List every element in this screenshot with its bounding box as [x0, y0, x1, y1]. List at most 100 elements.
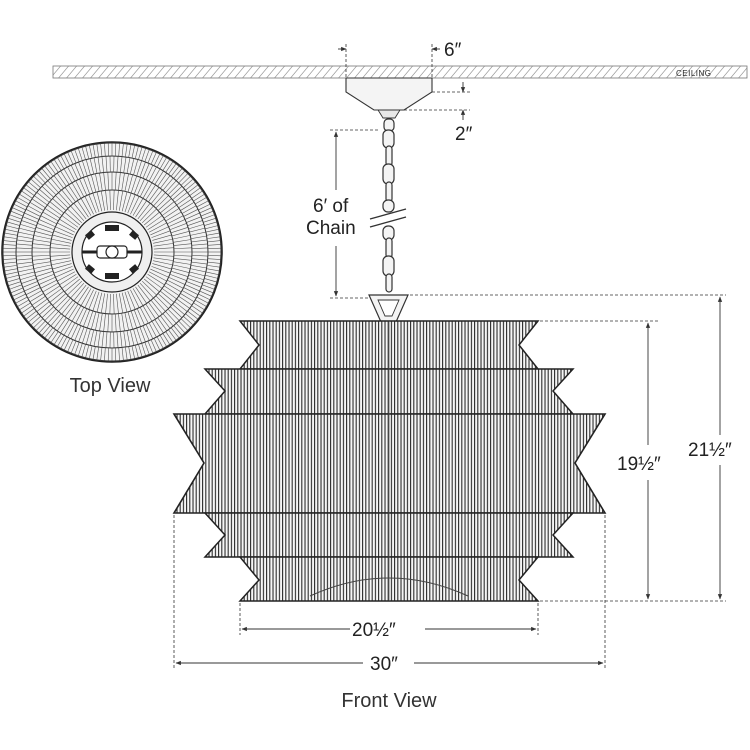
- top-view-rib: [123, 156, 127, 173]
- top-view-rib: [70, 283, 85, 299]
- top-view-rib: [107, 172, 110, 191]
- top-view-rib: [52, 198, 67, 211]
- top-view-rib: [170, 186, 183, 198]
- top-view-rib: [17, 265, 34, 269]
- top-view-rib: [80, 288, 92, 306]
- top-view-rib: [34, 231, 53, 237]
- top-view-rib: [130, 175, 138, 194]
- top-view-rib: [41, 306, 54, 318]
- top-view-rib: [67, 152, 74, 165]
- top-view-rib: [64, 187, 76, 203]
- top-view-rib: [96, 144, 99, 157]
- top-view-rib: [17, 299, 30, 307]
- top-view-rib: [70, 165, 79, 180]
- top-view-rib: [139, 161, 146, 178]
- top-view-rib: [148, 301, 160, 317]
- top-view-rib: [135, 200, 147, 218]
- top-view-rib: [204, 221, 217, 226]
- top-view-rib: [12, 290, 25, 297]
- top-view-rib: [150, 152, 157, 165]
- top-view-rib: [63, 168, 73, 183]
- top-view-rib: [99, 313, 103, 332]
- top-view-rib: [32, 261, 51, 265]
- top-view-rib: [79, 178, 88, 196]
- top-view-rib: [105, 293, 108, 314]
- top-view-rib: [167, 183, 180, 196]
- top-view-rib: [16, 261, 33, 265]
- top-view-label: Top View: [70, 375, 151, 397]
- top-view-rib: [109, 293, 111, 314]
- top-view-rib: [63, 321, 73, 336]
- top-view-rib: [173, 258, 192, 261]
- top-view-rib: [42, 211, 59, 222]
- top-view-rib: [28, 313, 39, 323]
- top-view-rib: [58, 192, 71, 207]
- top-view-rib: [13, 203, 26, 211]
- top-view-rib: [21, 278, 37, 284]
- top-view-rib: [38, 170, 48, 181]
- top-view-rib: [57, 157, 65, 170]
- top-view-rib: [170, 306, 183, 318]
- top-view-rib: [92, 192, 100, 213]
- top-view-rib: [32, 254, 51, 257]
- top-view-rib: [100, 293, 106, 314]
- top-view-rib: [18, 231, 34, 236]
- top-view-rib: [50, 331, 59, 343]
- top-view-rib: [75, 180, 85, 197]
- top-view-rib: [167, 279, 184, 289]
- top-view-rib: [132, 288, 144, 306]
- top-view-rib: [173, 261, 192, 265]
- top-view-rib: [50, 247, 71, 250]
- top-view-rib: [36, 173, 46, 184]
- top-view-rib: [142, 163, 150, 179]
- top-view-rib: [22, 281, 38, 288]
- top-view-rib: [70, 150, 77, 164]
- top-view-rib: [157, 172, 168, 187]
- top-view-rib: [61, 276, 79, 289]
- top-view-rib: [196, 200, 209, 208]
- top-view-rib: [186, 216, 202, 223]
- top-view-rib: [44, 208, 61, 219]
- top-view-rib: [142, 182, 153, 199]
- top-view-rib: [58, 297, 71, 312]
- top-view-rib: [30, 316, 41, 326]
- ceiling-label: CEILING: [676, 69, 712, 78]
- top-view-rib: [7, 278, 20, 283]
- top-view-rib: [121, 191, 128, 212]
- top-view-rib: [104, 143, 106, 157]
- top-view-rib: [174, 192, 188, 203]
- top-view-rib: [32, 243, 51, 246]
- top-view-rib: [53, 333, 62, 345]
- top-view-rib: [114, 313, 117, 332]
- top-view-rib: [73, 202, 87, 220]
- top-view-rib: [35, 226, 54, 234]
- top-view-rib: [63, 153, 71, 166]
- top-view-rib: [183, 316, 194, 326]
- top-view-rib: [185, 313, 196, 323]
- top-view-rib: [155, 195, 169, 209]
- top-view-rib: [29, 202, 44, 211]
- top-view-rib: [4, 265, 17, 268]
- top-view-rib: [147, 274, 165, 286]
- top-view-rib: [82, 327, 88, 344]
- top-view-rib: [33, 176, 44, 186]
- top-view-rib: [150, 268, 169, 278]
- top-view-rib: [133, 177, 141, 195]
- top-view-rib: [157, 317, 168, 332]
- top-view-rib: [172, 235, 191, 240]
- top-view-rib: [71, 182, 82, 199]
- chain: [369, 118, 407, 293]
- top-view-rib: [86, 175, 94, 194]
- top-view-rib: [168, 276, 186, 285]
- top-view-rib: [191, 305, 203, 314]
- top-view-rib: [161, 204, 177, 216]
- top-view-rib: [103, 313, 106, 332]
- top-view-rib: [206, 232, 220, 236]
- top-view-rib: [85, 159, 91, 176]
- top-view-rib: [136, 308, 145, 326]
- canopy-width-label: 6″: [444, 40, 462, 61]
- top-view-rib: [34, 298, 48, 309]
- canopy-height-dimension: 2″: [404, 82, 473, 145]
- top-view-rib: [206, 268, 220, 272]
